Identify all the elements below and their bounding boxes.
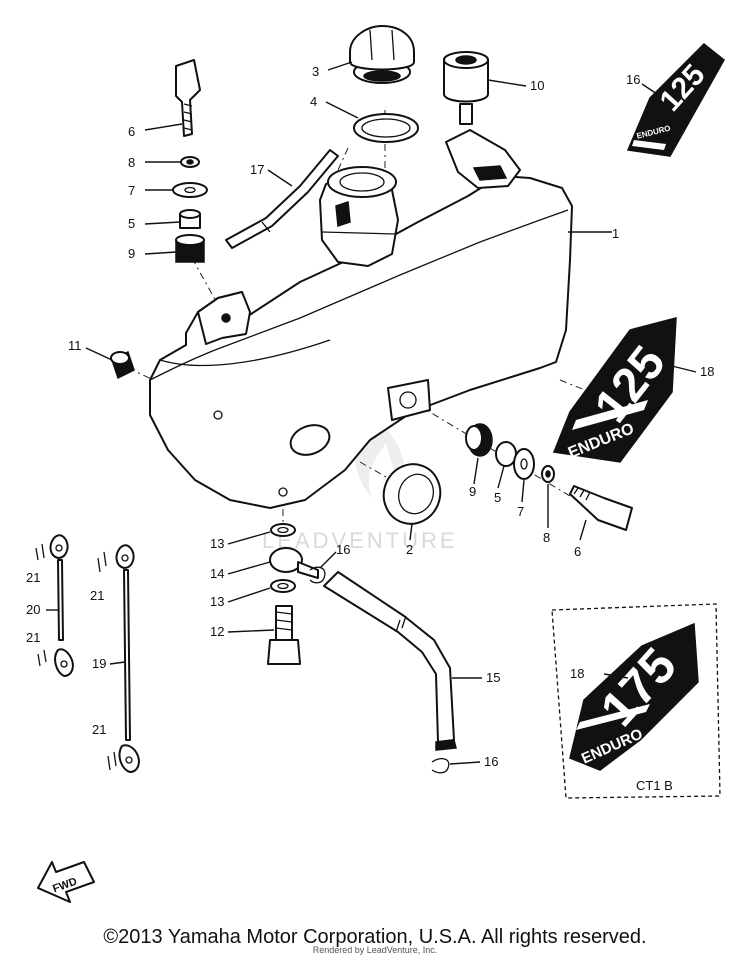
label-6-left: 6: [128, 124, 135, 139]
label-6-right: 6: [574, 544, 581, 559]
fuel-tank: [149, 129, 573, 509]
label-7-right: 7: [517, 504, 524, 519]
label-21-d: 21: [92, 722, 106, 737]
label-9-right: 9: [469, 484, 476, 499]
grommet-2: [382, 463, 442, 525]
part-numbers: 1 2 3 4 5 5 6 6 7 7 8 8 9 9 10 11 12 13 …: [26, 64, 714, 769]
label-12: 12: [210, 624, 224, 639]
label-19: 19: [92, 656, 106, 671]
tank-cap: [349, 25, 415, 84]
label-8-left: 8: [128, 155, 135, 170]
label-21-a: 21: [26, 570, 40, 585]
label-21-c: 21: [26, 630, 40, 645]
left-mount-parts: [172, 59, 208, 263]
leader-lines: [46, 61, 697, 765]
label-4: 4: [310, 94, 317, 109]
label-8-right: 8: [543, 530, 550, 545]
grommet-11: [110, 350, 135, 380]
label-13-bottom: 13: [210, 594, 224, 609]
copyright-notice: ©2013 Yamaha Motor Corporation, U.S.A. A…: [103, 926, 647, 948]
label-5-right: 5: [494, 490, 501, 505]
right-mount-parts: [465, 423, 633, 531]
label-9-left: 9: [128, 246, 135, 261]
label-20: 20: [26, 602, 40, 617]
label-14: 14: [210, 566, 224, 581]
emblem-mid: 125 ENDURO: [552, 317, 677, 463]
fuel-pipe: [323, 571, 457, 751]
cap-gasket: [353, 113, 419, 143]
emblem-small: 125 ENDURO: [626, 42, 725, 157]
rendered-by-note: Rendered by LeadVenture, Inc.: [312, 945, 438, 955]
label-11: 11: [68, 338, 82, 353]
breather-hose: [225, 149, 339, 249]
inset-box: 175 ENDURO CT1 B: [551, 603, 721, 799]
label-15: 15: [486, 670, 500, 685]
damper-10: [443, 51, 489, 125]
label-16-clip-bottom: 16: [484, 754, 498, 769]
label-1: 1: [612, 226, 619, 241]
label-18-inset: 18: [570, 666, 584, 681]
label-17: 17: [250, 162, 264, 177]
label-2: 2: [406, 542, 413, 557]
label-3: 3: [312, 64, 319, 79]
fuel-fitting-parts: [267, 523, 319, 665]
label-16-clip-top: 16: [336, 542, 350, 557]
label-21-b: 21: [90, 588, 104, 603]
label-5-left: 5: [128, 216, 135, 231]
clip-parts: [309, 566, 450, 774]
fwd-arrow: FWD: [37, 861, 95, 903]
label-16-emblem: 16: [626, 72, 640, 87]
label-10: 10: [530, 78, 544, 93]
inset-code: CT1 B: [636, 778, 673, 793]
label-18-mid: 18: [700, 364, 714, 379]
tank-bands: [35, 534, 140, 773]
label-13-top: 13: [210, 536, 224, 551]
label-7-left: 7: [128, 183, 135, 198]
